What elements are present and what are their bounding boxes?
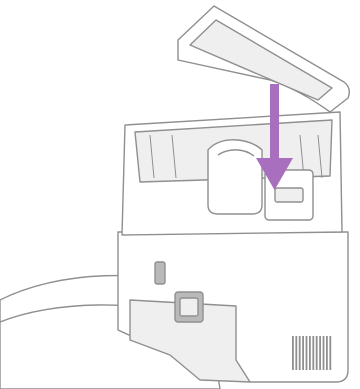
dock-side-contact bbox=[155, 262, 165, 284]
vent-slot bbox=[319, 336, 321, 370]
dock-connector-inner bbox=[180, 298, 198, 316]
vent-slot bbox=[329, 336, 331, 370]
vent-slot bbox=[316, 336, 318, 370]
vent-slot bbox=[299, 336, 301, 370]
vent-slot bbox=[326, 336, 328, 370]
vent-slot bbox=[323, 336, 325, 370]
dust-bag bbox=[208, 140, 262, 214]
bag-cartridge-slot bbox=[275, 188, 303, 202]
vent-slot bbox=[306, 336, 308, 370]
vent-slot bbox=[295, 336, 297, 370]
vent-slot bbox=[312, 336, 314, 370]
vent-slot bbox=[302, 336, 304, 370]
vent-slot bbox=[309, 336, 311, 370]
vent-slot bbox=[292, 336, 294, 370]
